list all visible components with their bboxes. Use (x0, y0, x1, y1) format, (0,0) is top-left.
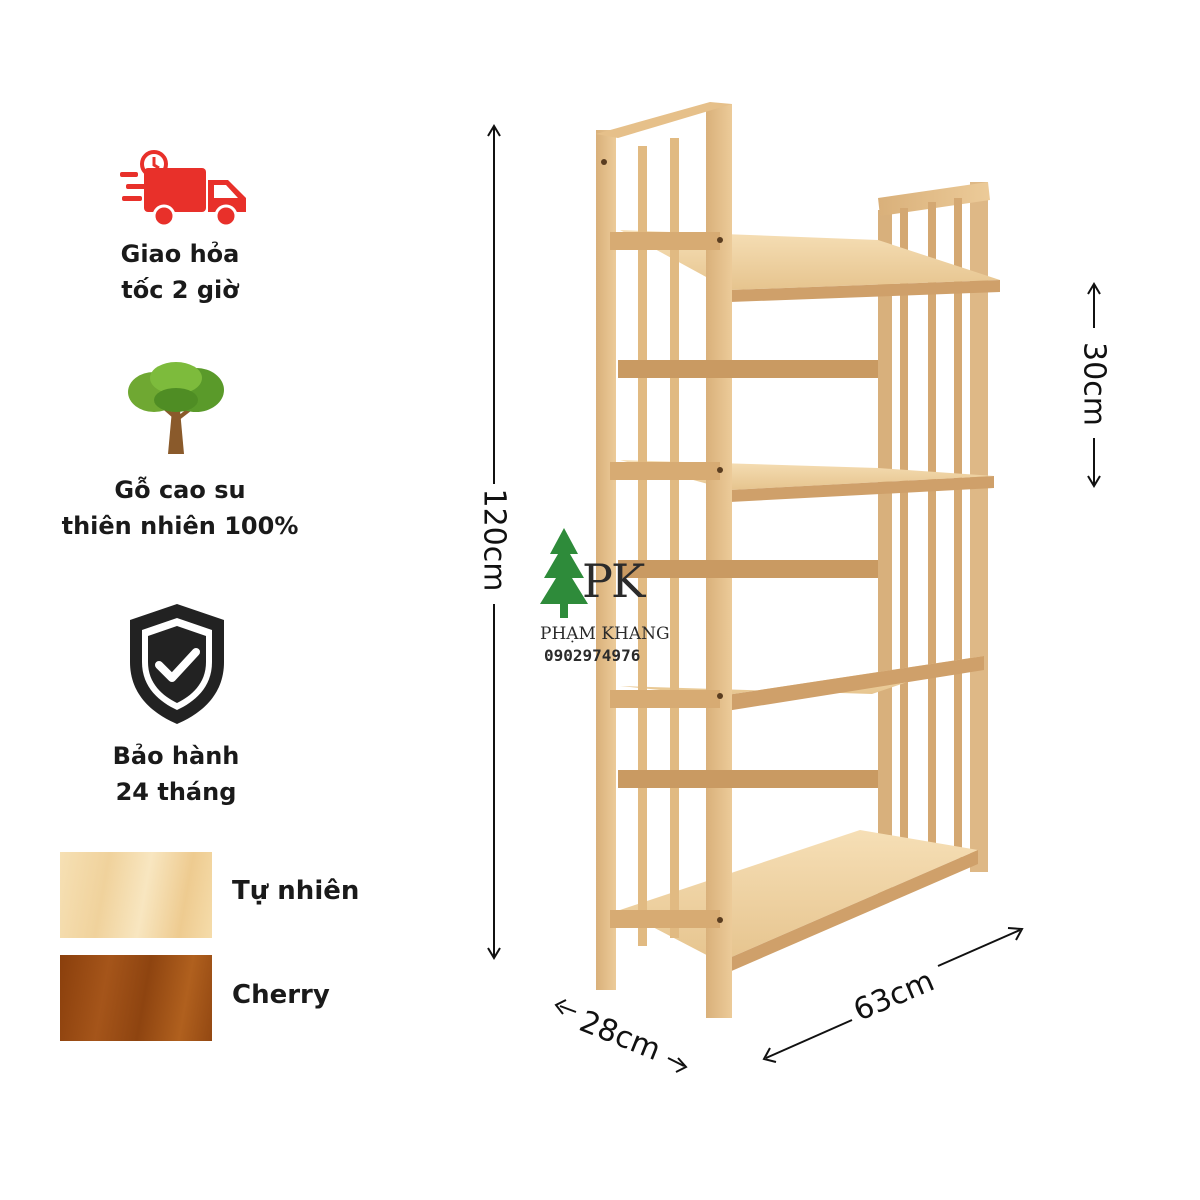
delivery-line1: Giao hỏa (120, 240, 240, 268)
delivery-line2: tốc 2 giờ (121, 276, 239, 304)
natural-finish-swatch[interactable] (60, 852, 212, 938)
shelf-gap-dimension-arrow (1084, 282, 1104, 488)
natural-finish-label: Tự nhiên (232, 876, 360, 906)
warranty-feature-text: Bảo hành 24 tháng (76, 738, 276, 810)
cherry-finish-swatch[interactable] (60, 955, 212, 1041)
delivery-feature-text: Giao hỏa tốc 2 giờ (80, 236, 280, 308)
material-line2: thiên nhiên 100% (61, 512, 299, 540)
shield-check-icon (128, 602, 226, 726)
brand-phone: 0902974976 (544, 646, 641, 665)
warranty-line2: 24 tháng (115, 778, 237, 806)
width-dimension-arrow (760, 926, 1026, 1066)
brand-initials: PK (582, 554, 645, 608)
shelf-gap-dimension-label: 30cm (1076, 342, 1112, 426)
delivery-truck-icon (118, 150, 250, 228)
brand-logo: PK PHẠM KHANG 0902974976 (536, 528, 676, 668)
material-line1: Gỗ cao su (114, 476, 246, 504)
depth-dimension-arrow (552, 996, 692, 1076)
cherry-finish-label: Cherry (232, 980, 330, 1010)
warranty-line1: Bảo hành (112, 742, 240, 770)
tree-icon (124, 360, 228, 456)
material-feature-text: Gỗ cao su thiên nhiên 100% (40, 472, 320, 544)
pine-tree-icon (540, 528, 588, 618)
height-dimension-label: 120cm (476, 488, 512, 592)
bookshelf-image (560, 90, 1020, 1030)
height-dimension-arrow (484, 124, 504, 960)
brand-name: PHẠM KHANG (540, 624, 670, 644)
